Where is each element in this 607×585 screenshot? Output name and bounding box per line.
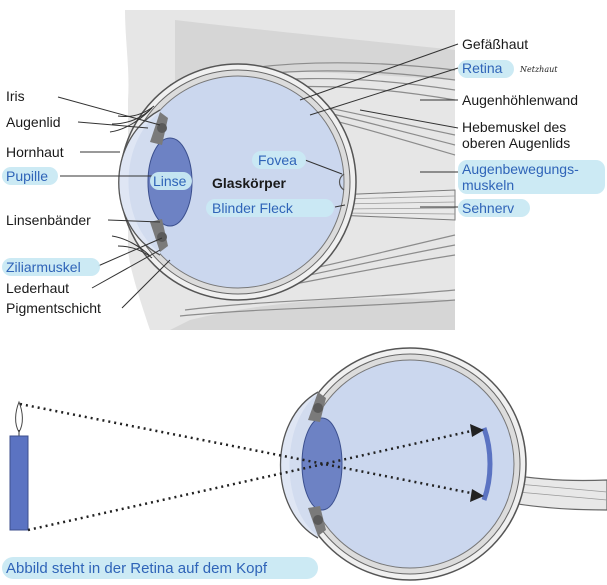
label-lederhaut: Lederhaut [6, 280, 69, 296]
label-pigmentschicht: Pigmentschicht [6, 300, 101, 316]
labels-right: Gefäßhaut Retina Netzhaut Augenhöhlenwan… [462, 36, 579, 216]
leader-lines-right [299, 43, 459, 208]
label-hebemuskel-1: Hebemuskel des [462, 119, 566, 135]
label-linse: Linse [153, 173, 187, 189]
retina-image [481, 427, 493, 501]
caption-image-inverted: Abbild steht in der Retina auf dem Kopf [6, 560, 268, 577]
labels-inner: Linse Glaskörper Fovea Blinder Fleck [153, 152, 297, 216]
label-gefaesshaut: Gefäßhaut [462, 36, 528, 52]
label-hornhaut: Hornhaut [6, 144, 64, 160]
ray-arrow-lower [470, 489, 484, 502]
label-sehnerv: Sehnerv [462, 200, 514, 216]
label-retina: Retina [462, 60, 503, 76]
label-linsenbaender: Linsenbänder [6, 212, 91, 228]
ray-arrow-upper [470, 424, 484, 437]
top-eye-cross-section: Iris Augenlid Hornhaut Pupille Linsenbän… [2, 10, 605, 330]
bottom-image-formation: Abbild steht in der Retina auf dem Kopf [2, 347, 607, 581]
label-highlights [2, 60, 605, 276]
fovea-notch [338, 173, 345, 191]
label-augenhoehlenwand: Augenhöhlenwand [462, 92, 578, 108]
label-augenbewegung-2: muskeln [462, 177, 514, 193]
labels-left: Iris Augenlid Hornhaut Pupille Linsenbän… [6, 88, 101, 316]
label-iris: Iris [6, 88, 25, 104]
candle [9, 400, 29, 531]
label-augenbewegung-1: Augenbewegungs- [462, 161, 579, 177]
leader-lines-left [57, 96, 171, 309]
label-glaskoerper: Glaskörper [212, 175, 286, 191]
label-fovea: Fovea [258, 152, 297, 168]
candle-flame [15, 400, 23, 433]
label-augenlid: Augenlid [6, 114, 61, 130]
handwritten-note-netzhaut: Netzhaut [519, 65, 558, 74]
label-blinder-fleck: Blinder Fleck [212, 200, 294, 216]
light-rays [19, 402, 477, 532]
label-ziliarmuskel: Ziliarmuskel [6, 259, 81, 275]
label-hebemuskel-2: oberen Augenlids [462, 135, 570, 151]
candle-body [9, 435, 29, 531]
orbit-wall-lower [170, 298, 455, 330]
label-pupille: Pupille [6, 168, 48, 184]
